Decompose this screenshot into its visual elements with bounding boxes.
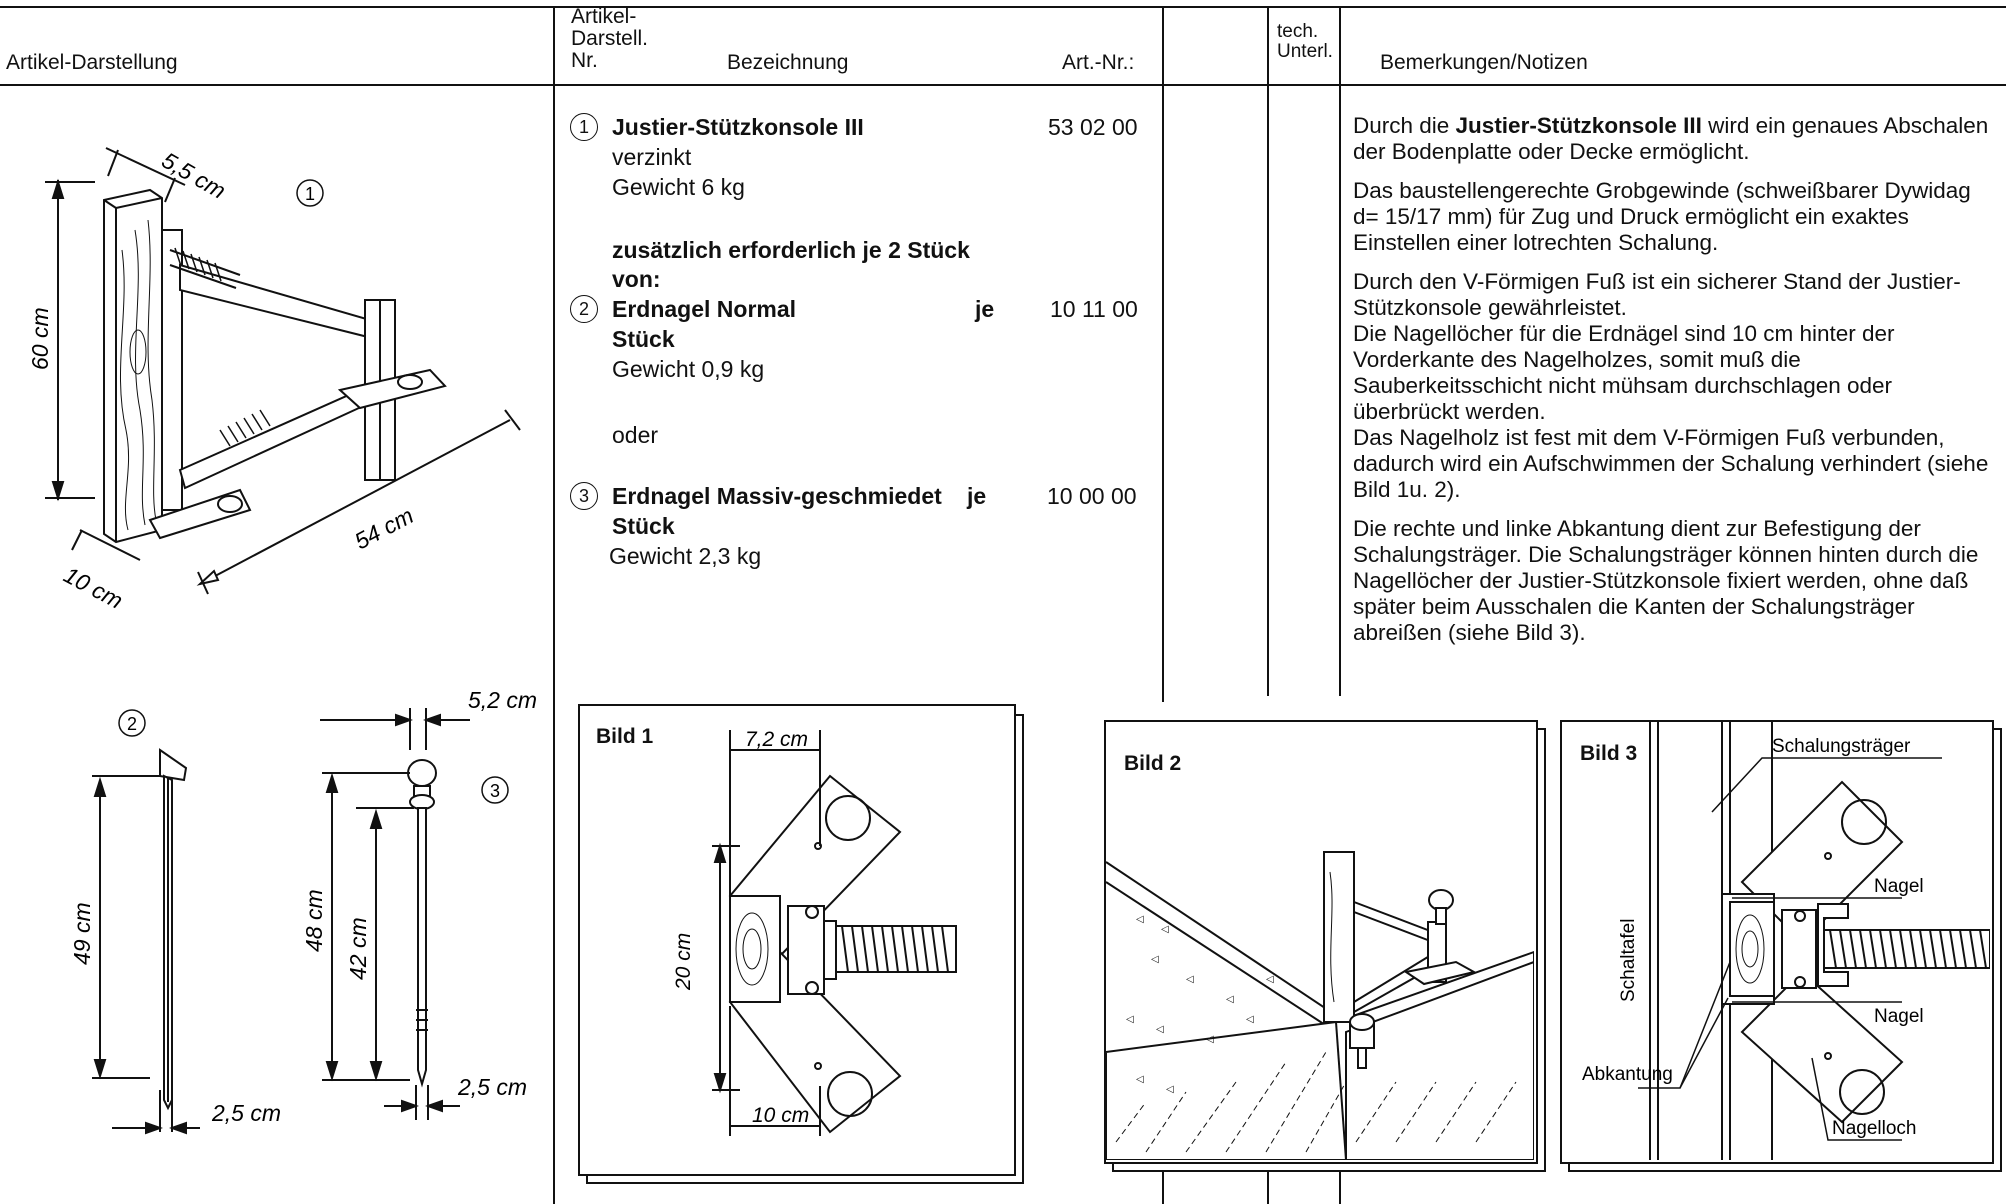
item-1-number: 1 xyxy=(570,113,598,141)
item-3-je: je xyxy=(967,483,987,509)
item-3-artnr: 10 00 00 xyxy=(1047,483,1137,509)
bild3-title: Bild 3 xyxy=(1580,742,1638,765)
bild3-label-nagel-2: Nagel xyxy=(1874,1006,1924,1027)
header-nr: Artikel- Darstell. Nr. xyxy=(571,6,648,72)
erdnagel-normal-dim-length: 49 cm xyxy=(69,902,95,965)
erdnagel-massiv-dim-shaft: 42 cm xyxy=(345,917,371,980)
bild3-label-schaltafel: Schaltafel xyxy=(1618,919,1639,1002)
bild1-dim-bottom: 10 cm xyxy=(752,1104,809,1127)
konsole-dim-height: 60 cm xyxy=(27,307,53,370)
header-nr-line3: Nr. xyxy=(571,49,598,72)
col-divider-2 xyxy=(1162,6,1164,84)
note-6: Die rechte und linke Abkantung dient zur… xyxy=(1353,516,1979,645)
svg-text:◁: ◁ xyxy=(1161,924,1169,935)
col-divider-4 xyxy=(1339,6,1341,696)
drawing-erdnagel-massiv: 3 5,2 cm 48 cm 42 cm 2,5 cm xyxy=(301,687,537,1120)
svg-text:◁: ◁ xyxy=(1206,1034,1214,1045)
erdnagel-massiv-dim-head: 5,2 cm xyxy=(468,687,537,713)
svg-text:◁: ◁ xyxy=(1151,954,1159,965)
bild1-dim-height: 20 cm xyxy=(672,933,695,991)
header-tech: tech. Unterl. xyxy=(1277,22,1333,62)
item-2-number: 2 xyxy=(570,295,598,323)
extra-required-line1: zusätzlich erforderlich je 2 Stück xyxy=(612,237,970,263)
svg-text:◁: ◁ xyxy=(1156,1024,1164,1035)
konsole-number: 1 xyxy=(305,184,315,204)
item-3-unit: Stück xyxy=(612,513,675,539)
bild3-label-nagelloch: Nagelloch xyxy=(1832,1118,1917,1139)
svg-text:◁: ◁ xyxy=(1166,1084,1174,1095)
oder-text: oder xyxy=(612,422,659,448)
item-1-finish: verzinkt xyxy=(612,144,692,170)
bild3-label-traeger: Schalungsträger xyxy=(1772,736,1911,757)
note-1-post: wird ein genaues Abschalen der Bodenplat… xyxy=(1353,113,1989,164)
note-2: Das baustellengerechte Grobgewinde (schw… xyxy=(1353,178,1971,255)
bild3-drawing: Schalungsträger Nagel Nagel Schaltafel A… xyxy=(1582,722,1990,1160)
svg-text:◁: ◁ xyxy=(1246,1014,1254,1025)
bild3-label-nagel-1: Nagel xyxy=(1874,876,1924,897)
erdnagel-massiv-dim-total: 48 cm xyxy=(301,889,327,952)
bild1-drawing: 7,2 cm 20 cm 10 cm xyxy=(672,728,957,1136)
item-3-name: Erdnagel Massiv-geschmiedet xyxy=(612,483,942,509)
item-2-name: Erdnagel Normal xyxy=(612,296,797,322)
note-1: Durch die Justier-Stützkonsole III wird … xyxy=(1353,113,1993,165)
erdnagel-normal-number: 2 xyxy=(127,714,137,734)
bild1-title: Bild 1 xyxy=(596,725,654,748)
table-top-rule xyxy=(0,6,2006,8)
note-1-bold: Justier-Stützkonsole III xyxy=(1455,113,1702,138)
header-artnr: Art.-Nr.: xyxy=(1062,51,1135,74)
note-4: Die Nagellöcher für die Erdnägel sind 10… xyxy=(1353,321,1895,424)
bild1-dim-top: 7,2 cm xyxy=(745,728,808,751)
header-notes: Bemerkungen/Notizen xyxy=(1380,51,1588,74)
item-2-artnr: 10 11 00 xyxy=(1050,296,1138,322)
konsole-dim-depth: 10 cm xyxy=(60,561,128,613)
notes-block: Durch die Justier-Stützkonsole III wird … xyxy=(1353,113,1993,659)
svg-text:◁: ◁ xyxy=(1226,994,1234,1005)
bild3-label-abkantung: Abkantung xyxy=(1582,1064,1673,1085)
erdnagel-normal-dim-width: 2,5 cm xyxy=(211,1100,281,1126)
erdnagel-massiv-number: 3 xyxy=(490,781,500,801)
header-illustration: Artikel-Darstellung xyxy=(6,51,178,74)
svg-text:◁: ◁ xyxy=(1126,1014,1134,1025)
drawing-konsole: 5,5 cm 60 cm 54 cm 10 cm 1 xyxy=(27,147,521,614)
item-2-je: je xyxy=(975,296,995,322)
svg-text:◁: ◁ xyxy=(1136,1074,1144,1085)
bild2-drawing: ◁ ◁ ◁ ◁ ◁ ◁ ◁ ◁ ◁ ◁ ◁ ◁ xyxy=(1106,851,1534,1160)
konsole-dim-length: 54 cm xyxy=(350,502,418,554)
svg-text:◁: ◁ xyxy=(1186,974,1194,985)
drawing-erdnagel-normal: 2 49 cm 2,5 cm xyxy=(69,709,281,1135)
col-divider-2b xyxy=(1162,84,1164,702)
svg-text:◁: ◁ xyxy=(1266,974,1274,985)
note-1-pre: Durch die xyxy=(1353,113,1456,138)
header-designation: Bezeichnung xyxy=(727,51,849,74)
item-3-number: 3 xyxy=(570,482,598,510)
col-divider-3c xyxy=(1267,1172,1269,1204)
item-1-artnr: 53 02 00 xyxy=(1048,114,1138,140)
header-nr-line2: Darstell. xyxy=(571,27,649,50)
col-divider-4c xyxy=(1339,1172,1341,1204)
item-3-weight: Gewicht 2,3 kg xyxy=(609,543,762,569)
header-tech-line1: tech. xyxy=(1277,21,1319,42)
note-5: Das Nagelholz ist fest mit dem V-Förmige… xyxy=(1353,425,1989,502)
svg-text:◁: ◁ xyxy=(1136,914,1144,925)
col-divider-2c xyxy=(1162,1172,1164,1204)
col-divider-3 xyxy=(1267,6,1269,696)
item-2-unit: Stück xyxy=(612,326,675,352)
extra-required-line2: von: xyxy=(612,266,661,292)
col-divider-1 xyxy=(553,6,555,1204)
item-1-weight: Gewicht 6 kg xyxy=(612,174,745,200)
header-nr-line1: Artikel- xyxy=(571,5,637,28)
note-3: Durch den V-Förmigen Fuß ist ein sichere… xyxy=(1353,269,1961,320)
item-2-weight: Gewicht 0,9 kg xyxy=(612,356,765,382)
bild2-title: Bild 2 xyxy=(1124,752,1182,775)
header-bottom-rule xyxy=(0,84,2006,86)
item-1-name: Justier-Stützkonsole III xyxy=(612,114,864,140)
erdnagel-massiv-dim-tip: 2,5 cm xyxy=(457,1074,527,1100)
header-tech-line2: Unterl. xyxy=(1277,41,1333,62)
